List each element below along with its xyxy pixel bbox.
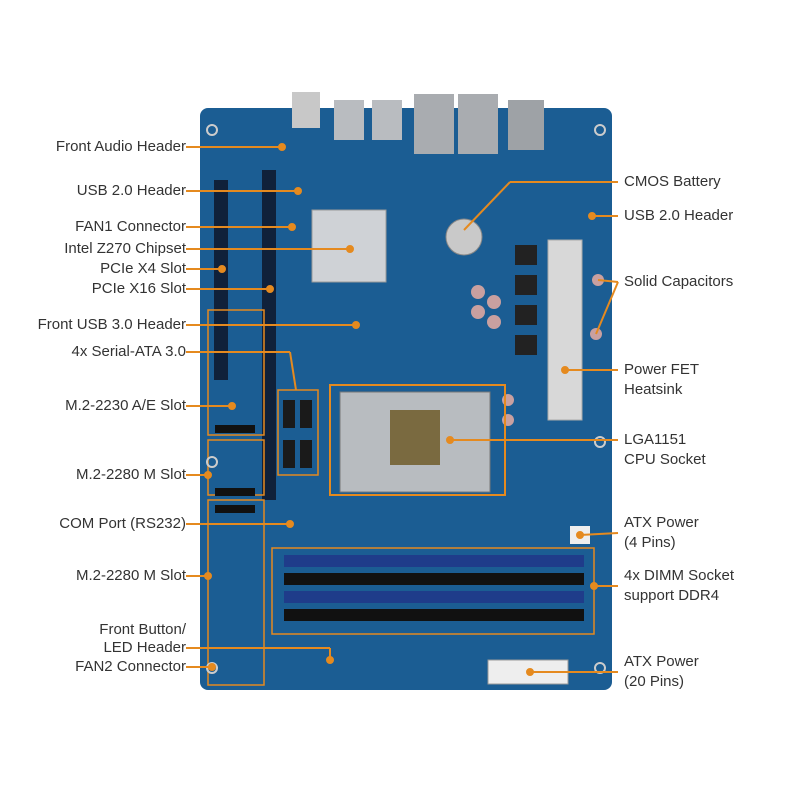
label-usb2-header-right: USB 2.0 Header [624, 206, 733, 226]
label-led-header: LED Header [103, 639, 186, 656]
label-pcie-x4: PCIe X4 Slot [100, 260, 186, 277]
pcie-x4-slot [214, 180, 228, 380]
label-cmos-battery: CMOS Battery [624, 172, 721, 192]
label-line: Solid Capacitors [624, 273, 734, 290]
pcie-x16-slot [262, 170, 276, 500]
label-line: LGA1151 [624, 431, 687, 448]
label-line: CPU Socket [624, 451, 706, 468]
label-fan1-connector: FAN1 Connector [75, 218, 186, 235]
label-line: Power FET [624, 361, 700, 378]
sata-ports [283, 400, 312, 468]
label-com-port: COM Port (RS232) [59, 515, 186, 532]
solid-capacitors [471, 274, 604, 426]
label-line: CMOS Battery [624, 173, 721, 190]
label-line: USB 2.0 Header [624, 207, 734, 224]
label-front-button: Front Button/ [99, 621, 186, 638]
cmos-battery [445, 218, 483, 256]
label-dimm: 4x DIMM Socket support DDR4 [624, 566, 734, 606]
label-sata: 4x Serial-ATA 3.0 [71, 343, 187, 360]
label-power-fet: Power FET Heatsink [624, 360, 699, 400]
leader-lines [186, 143, 619, 676]
label-line: ATX Power [624, 514, 699, 531]
label-m2-2280-a: M.2-2280 M Slot [75, 466, 186, 483]
label-line: 4x DIMM Socket [624, 567, 735, 584]
label-line: (20 Pins) [624, 673, 685, 690]
label-m2-2230: M.2-2230 A/E Slot [65, 397, 186, 414]
power-fet-heatsink [547, 239, 583, 421]
label-usb2-header-left: USB 2.0 Header [76, 182, 186, 199]
label-fan2-connector: FAN2 Connector [75, 658, 186, 675]
dimm-slots [284, 555, 584, 621]
label-front-usb3: Front USB 3.0 Header [37, 316, 186, 333]
label-solid-capacitors: Solid Capacitors [624, 272, 733, 292]
label-atx-4pin: ATX Power (4 Pins) [624, 513, 699, 553]
label-m2-2280-b: M.2-2280 M Slot [75, 567, 186, 584]
label-line: (4 Pins) [624, 534, 676, 551]
label-atx-20pin: ATX Power (20 Pins) [624, 652, 699, 692]
label-line: support DDR4 [624, 587, 720, 604]
label-pcie-x16: PCIe X16 Slot [91, 280, 186, 297]
label-line: ATX Power [624, 653, 699, 670]
label-front-audio-header: Front Audio Header [55, 138, 186, 155]
rear-io-ports [292, 92, 544, 154]
label-line: Heatsink [624, 381, 683, 398]
label-chipset: Intel Z270 Chipset [64, 240, 186, 257]
